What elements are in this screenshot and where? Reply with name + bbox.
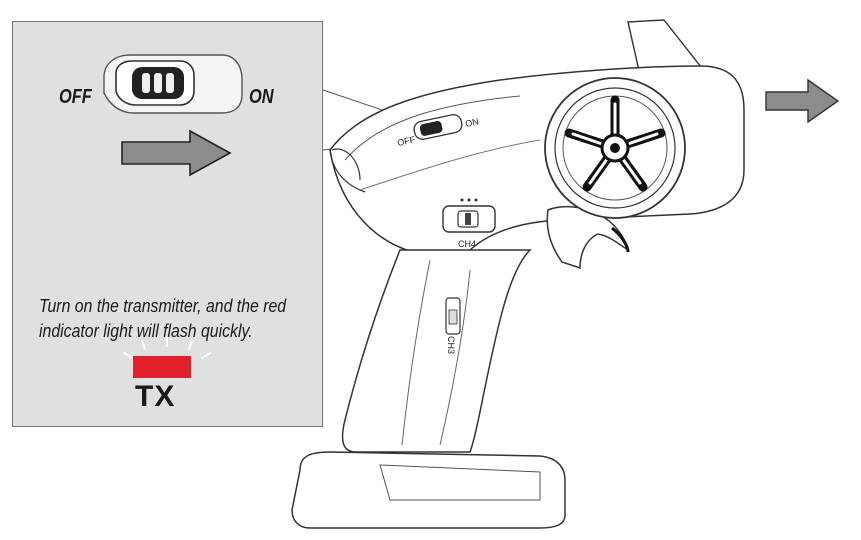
switch-ridge-3 [166, 73, 174, 93]
ch4-switch-slot [465, 213, 471, 225]
ch4-label: CH4 [458, 239, 476, 249]
body-switch-on-label: ON [464, 116, 479, 129]
steering-wheel-center [610, 143, 620, 153]
indicator-rays [123, 336, 211, 359]
body-front-notch [331, 148, 361, 181]
ch3-label: CH3 [446, 336, 456, 354]
ch3-switch-knob [448, 309, 458, 325]
callout-graphics [103, 54, 243, 378]
tx-label: TX [135, 380, 176, 413]
base-panel [379, 464, 541, 501]
body-contour-1 [344, 95, 521, 161]
switch-ridge-2 [154, 73, 162, 93]
transmitter-base [291, 451, 566, 529]
ch4-indicator-dot-1 [460, 198, 464, 202]
switch-on-label: ON [249, 86, 274, 108]
body-power-switch-knob [419, 121, 443, 136]
next-step-arrow [765, 78, 840, 124]
grip-contour-2 [439, 269, 471, 446]
trigger-edge [611, 226, 630, 253]
ch4-indicator-dot-3 [474, 198, 478, 202]
transmitter-grip [341, 249, 532, 453]
body-front [329, 149, 366, 193]
ch4-indicator-dot-2 [467, 198, 471, 202]
switch-ridge-1 [142, 73, 150, 93]
steering-wheel-rim [554, 87, 676, 209]
on-direction-arrow [121, 129, 232, 177]
body-switch-off-label: OFF [396, 134, 416, 148]
grip-contour-1 [401, 259, 431, 446]
instruction-text: Turn on the transmitter, and the red ind… [39, 296, 287, 341]
body-contour-2 [359, 139, 541, 191]
switch-off-label: OFF [59, 86, 92, 108]
tx-indicator-light [133, 356, 191, 378]
callout-panel: OFF ON Turn on the transmitter, and the … [12, 21, 323, 427]
